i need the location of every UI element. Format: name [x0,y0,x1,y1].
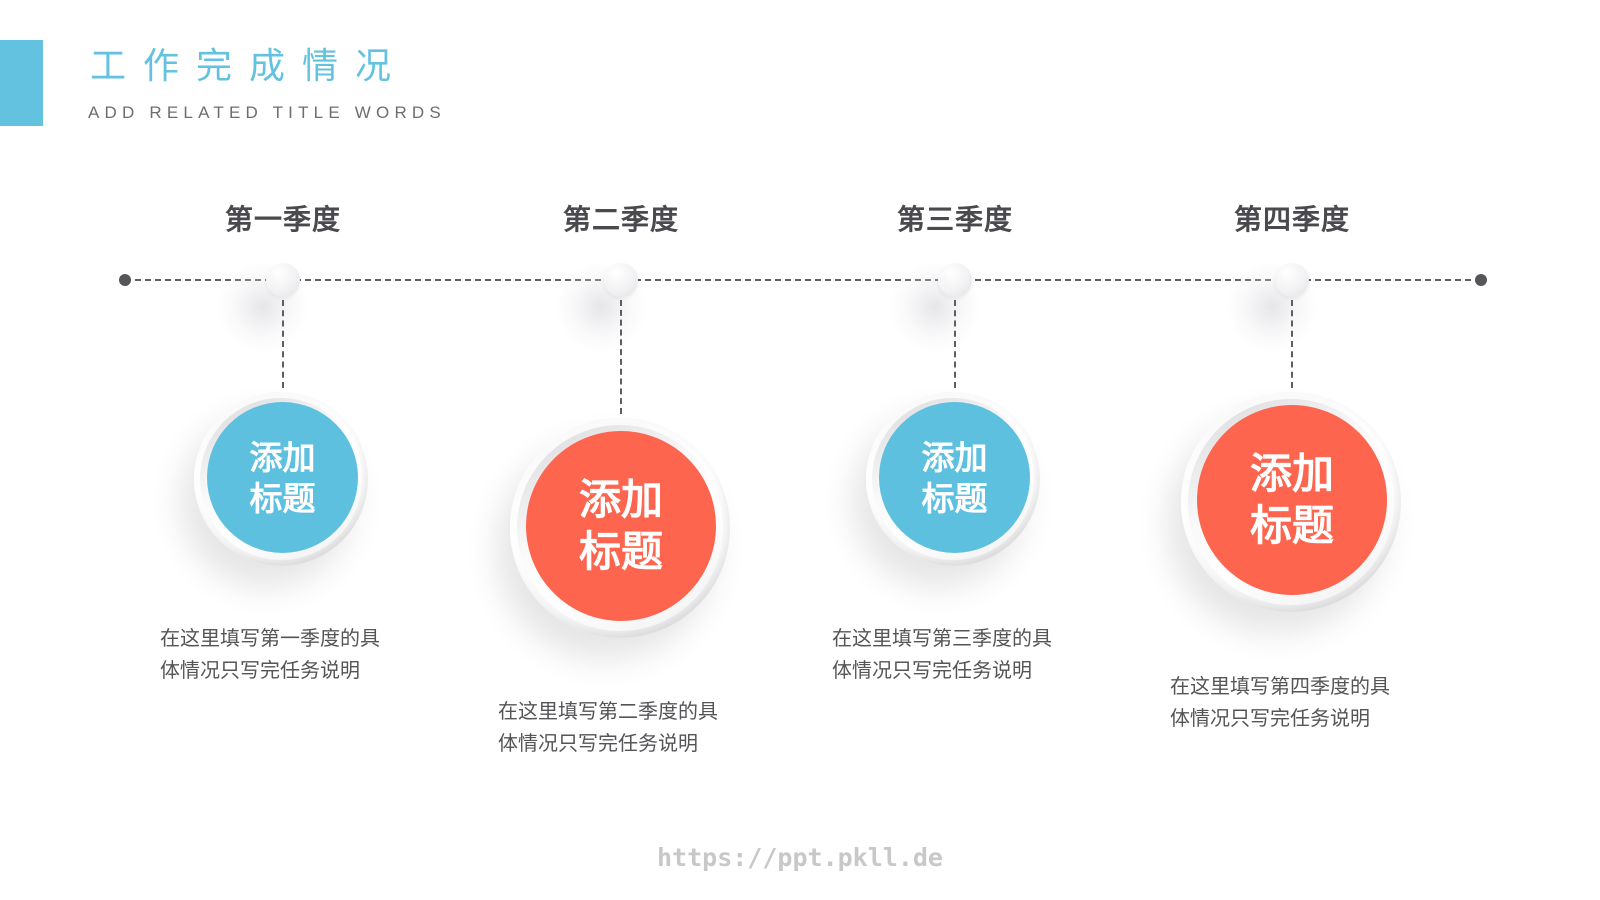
quarter-2-description-line1: 在这里填写第二季度的具 [498,699,718,723]
quarter-3-description-line2: 体情况只写完任务说明 [832,658,1032,682]
quarter-3-badge-inner: 添加 标题 [879,402,1030,553]
quarter-4-connector [1291,300,1293,388]
quarter-3-connector [954,300,956,388]
quarter-4-badge-inner: 添加 标题 [1197,405,1387,595]
quarter-4-description-line2: 体情况只写完任务说明 [1170,706,1370,730]
quarter-3-description: 在这里填写第三季度的具 体情况只写完任务说明 [832,622,1102,686]
quarter-1-badge-line1: 添加 [249,437,316,477]
quarter-2-title: 第二季度 [562,203,679,236]
quarter-4-node-icon[interactable] [1275,263,1309,297]
quarter-4-title: 第四季度 [1233,203,1350,236]
quarter-4-badge-line2: 标题 [1249,501,1334,550]
quarter-2-badge-line1: 添加 [578,475,663,524]
quarter-1-node-icon[interactable] [266,263,300,297]
page-subtitle: ADD RELATED TITLE WORDS [88,103,446,122]
quarter-4-description-line1: 在这里填写第四季度的具 [1170,674,1390,698]
quarter-1-badge-inner: 添加 标题 [207,402,358,553]
quarter-2-connector [620,300,622,414]
title-accent-bar [0,40,43,126]
quarter-2-description: 在这里填写第二季度的具 体情况只写完任务说明 [498,695,768,759]
quarter-3-badge-line2: 标题 [921,478,988,518]
quarter-2-description-line2: 体情况只写完任务说明 [498,731,698,755]
quarter-3-node-icon[interactable] [938,263,972,297]
quarter-2-badge[interactable]: 添加 标题 [510,418,730,638]
quarter-4-description: 在这里填写第四季度的具 体情况只写完任务说明 [1170,670,1440,734]
quarter-2-badge-inner: 添加 标题 [526,431,716,621]
timeline-end-dot [1475,274,1487,286]
quarter-2-badge-line2: 标题 [578,527,663,576]
quarter-1-badge[interactable]: 添加 标题 [194,392,368,566]
quarter-2-node-icon[interactable] [604,263,638,297]
timeline-start-dot [119,274,131,286]
page-title: 工作完成情况 [90,46,409,87]
quarter-4-badge[interactable]: 添加 标题 [1181,392,1401,612]
quarter-3-title: 第三季度 [896,203,1013,236]
quarter-1-description-line2: 体情况只写完任务说明 [160,658,360,682]
quarter-1-description: 在这里填写第一季度的具 体情况只写完任务说明 [160,622,430,686]
timeline-axis [125,279,1481,281]
quarter-1-badge-line2: 标题 [249,478,316,518]
quarter-3-description-line1: 在这里填写第三季度的具 [832,626,1052,650]
quarter-4-badge-line1: 添加 [1249,449,1334,498]
watermark-url: https://ppt.pkll.de [657,843,943,872]
quarter-1-description-line1: 在这里填写第一季度的具 [160,626,380,650]
quarter-1-connector [282,300,284,388]
quarter-1-title: 第一季度 [224,203,341,236]
quarter-3-badge-line1: 添加 [921,437,988,477]
quarter-3-badge[interactable]: 添加 标题 [866,392,1040,566]
